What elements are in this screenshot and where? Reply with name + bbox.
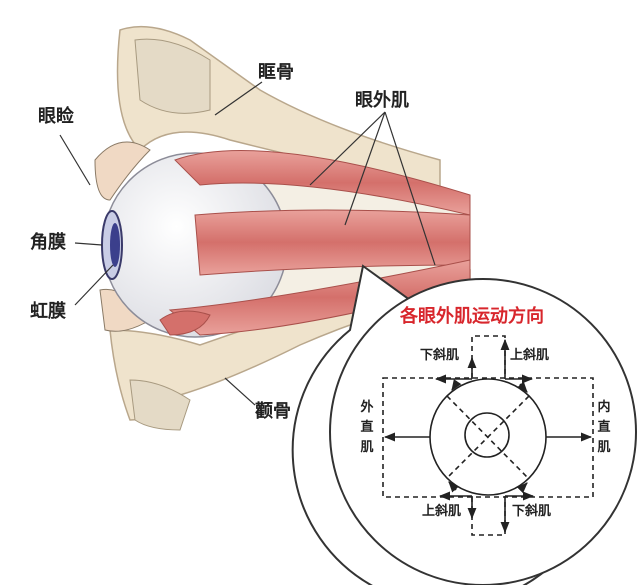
upper-eyelid <box>94 141 151 201</box>
lateral-muscle <box>194 209 471 276</box>
zygomatic-bone-inner <box>129 379 191 431</box>
dashed-field <box>382 377 594 498</box>
inset-title: 各眼外肌运动方向 <box>400 306 544 327</box>
label-zygomatic-bone: 颧骨 <box>255 401 291 422</box>
leader-lines <box>59 81 436 406</box>
label-medial-rectus: 内直肌 <box>597 400 611 455</box>
movement-diagram <box>382 335 594 536</box>
label-cornea: 角膜 <box>30 232 66 253</box>
oblique-muscle <box>159 310 211 336</box>
label-top-right: 上斜肌 <box>510 348 550 363</box>
arrow <box>516 381 528 393</box>
label-bottom-left: 上斜肌 <box>422 504 462 519</box>
iris-shape <box>110 223 120 267</box>
superior-muscle <box>174 150 471 216</box>
arrow <box>448 481 460 493</box>
label-bottom-right: 下斜肌 <box>512 504 552 519</box>
label-eyelid: 眼睑 <box>38 106 74 127</box>
inferior-muscle <box>168 259 471 336</box>
label-orbital-bone: 眶骨 <box>258 62 294 83</box>
arrow <box>451 379 462 391</box>
arrow <box>516 482 528 494</box>
diagonal-line <box>446 395 530 479</box>
pupil-circle <box>464 412 510 458</box>
label-iris: 虹膜 <box>30 301 66 322</box>
label-top-left: 下斜肌 <box>420 348 460 363</box>
label-lateral-rectus: 外直肌 <box>360 400 374 455</box>
inset-circle <box>329 278 637 585</box>
label-extraocular-muscles: 眼外肌 <box>355 90 409 111</box>
orbital-bone-inner <box>134 38 211 114</box>
